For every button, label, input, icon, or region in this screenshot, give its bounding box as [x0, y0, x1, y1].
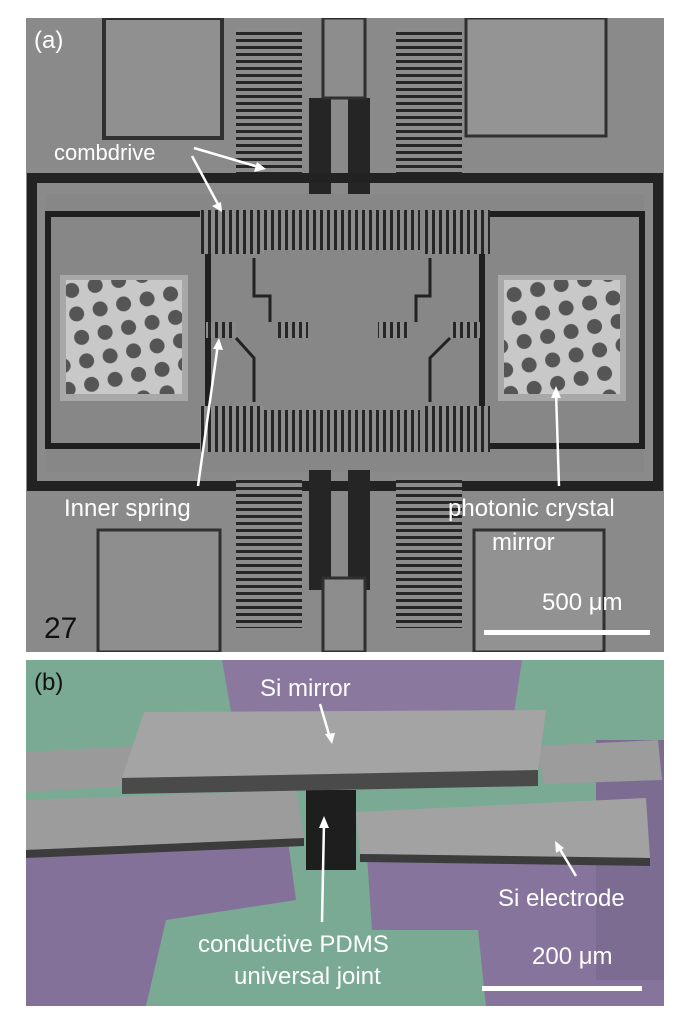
inner-spring-arrow [196, 343, 220, 487]
pdms-joint-arrow [320, 821, 326, 923]
panel-b-sem-image: (b) Si mirror Si electrode conductive PD… [26, 660, 664, 1006]
scale-bar-label-a: 500 μm [542, 589, 623, 616]
photonic-crystal-left [66, 280, 182, 394]
scale-bar-a [484, 630, 650, 635]
inner-comb-bottom [264, 410, 420, 452]
combdrive-label: combdrive [54, 140, 155, 165]
inner-comb-top [264, 210, 420, 250]
photonic-arrow [554, 391, 561, 487]
si-electrode-left-top [26, 746, 136, 792]
si-mirror-label: Si mirror [260, 675, 351, 702]
scale-bar-label-b: 200 μm [532, 943, 613, 970]
si-mirror-edge [122, 770, 538, 794]
outer-frame [27, 173, 663, 491]
inner-comb-tr [424, 210, 490, 254]
si-electrode-right-top [536, 740, 662, 784]
top-left-anchor [104, 18, 222, 138]
inner-comb-bl [200, 406, 264, 452]
si-electrode-label: Si electrode [498, 885, 625, 912]
photonic-label-line2: mirror [492, 529, 555, 556]
top-right-combdrive [396, 28, 462, 178]
bottom-left-anchor [96, 528, 222, 652]
panel-b-label: (b) [34, 669, 63, 696]
scale-bar-b [482, 986, 642, 991]
inner-spring-label: Inner spring [64, 495, 191, 522]
inner-spring-center-left [278, 322, 308, 338]
si-electrode-left [26, 790, 304, 850]
inner-spring-right [450, 322, 480, 338]
combdrive-arrow-1 [193, 146, 263, 170]
si-electrode-arrow [556, 845, 578, 877]
si-mirror-arrow [318, 703, 332, 739]
pdms-joint-label-line1: conductive PDMS [198, 931, 389, 958]
top-right-anchor [466, 18, 606, 136]
frame-number: 27 [44, 612, 77, 645]
inner-spring-left [206, 322, 236, 338]
panel-a-sem-image: (a) combdrive Inner spring photonic crys… [26, 18, 664, 652]
panel-b-drawing: (b) Si mirror Si electrode conductive PD… [26, 660, 664, 1006]
inner-comb-tl [200, 210, 264, 254]
photonic-label-line1: photonic crystal [448, 495, 615, 522]
bottom-left-combdrive [236, 478, 302, 628]
top-left-combdrive [236, 28, 302, 178]
photonic-crystal-right [504, 280, 620, 394]
inner-spring-center-right [378, 322, 408, 338]
combdrive-arrow-2 [190, 155, 222, 209]
bottom-right-combdrive [396, 478, 462, 628]
si-mirror-top [122, 710, 546, 778]
pdms-joint [306, 790, 356, 870]
si-electrode-right [356, 798, 650, 858]
purple-electrode-left [26, 826, 296, 1006]
panel-a-drawing: (a) combdrive Inner spring photonic crys… [26, 18, 664, 652]
inner-comb-br [424, 406, 490, 452]
pdms-joint-label-line2: universal joint [234, 963, 381, 990]
panel-a-label: (a) [34, 27, 63, 54]
